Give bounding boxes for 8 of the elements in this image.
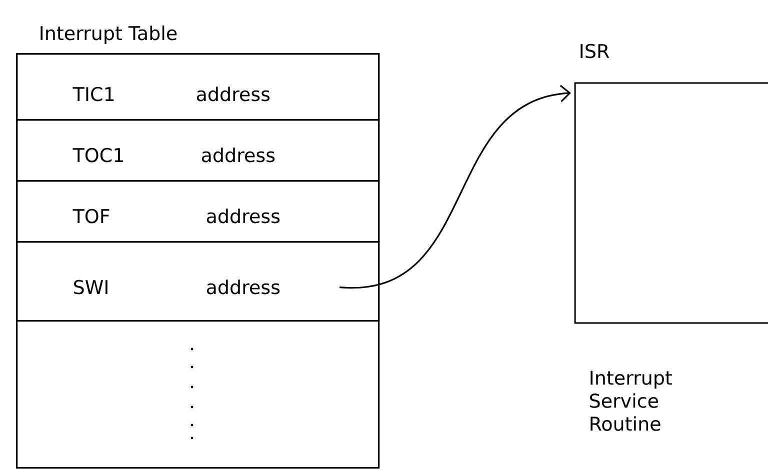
table-row: SWI address — [16, 240, 380, 322]
box-heading: ISR — [580, 44, 610, 58]
table-row: TOC1 address — [16, 119, 380, 182]
table-title: Interrupt Table — [40, 26, 177, 44]
arrow — [340, 84, 571, 288]
table-row: TOF address — [16, 180, 380, 243]
box-caption: Interrupt Service Routine — [590, 370, 672, 431]
table-row: TIC1 address — [16, 53, 380, 121]
